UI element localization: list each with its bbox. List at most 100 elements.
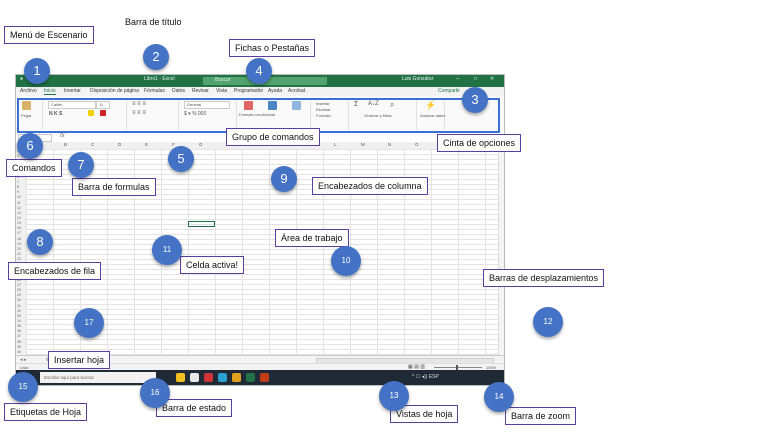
- col-d[interactable]: D: [118, 142, 122, 147]
- system-tray-icons[interactable]: ^ ☐ ◂)) ESP: [412, 374, 439, 380]
- row-header[interactable]: 35: [17, 324, 21, 329]
- font-size-select[interactable]: 11: [96, 101, 110, 109]
- minimize-icon[interactable]: ─: [456, 76, 460, 82]
- row-header[interactable]: 21: [17, 252, 21, 256]
- row-header[interactable]: 20: [17, 246, 21, 251]
- tab-disposicion[interactable]: Disposición de página: [90, 88, 139, 94]
- row-header[interactable]: 36: [17, 329, 21, 334]
- badge-7: 7: [68, 152, 94, 178]
- sort-filter-icon[interactable]: A↓Z: [368, 101, 379, 107]
- row-header[interactable]: 10: [17, 195, 21, 200]
- align-icons[interactable]: ≡ ≡ ≡: [132, 101, 146, 107]
- row-header[interactable]: 18: [17, 236, 21, 241]
- zoom-level[interactable]: 100%: [486, 365, 497, 370]
- font-color-icon[interactable]: [100, 110, 106, 116]
- format-cells[interactable]: Formato: [316, 113, 331, 118]
- row-header[interactable]: 17: [17, 231, 21, 236]
- row-header[interactable]: 34: [17, 318, 21, 323]
- bold-icon[interactable]: N K S: [49, 111, 63, 117]
- row-header[interactable]: 19: [17, 241, 21, 246]
- row-header[interactable]: 8: [17, 185, 19, 190]
- cell-styles-icon[interactable]: [292, 101, 301, 110]
- row-header[interactable]: 11: [17, 200, 21, 205]
- badge-12: 12: [533, 307, 563, 337]
- row-header[interactable]: 15: [17, 221, 21, 226]
- row-header[interactable]: 14: [17, 215, 21, 220]
- fill-color-icon[interactable]: [88, 110, 94, 116]
- sum-icon[interactable]: Σ: [354, 101, 359, 108]
- styles-group: Formato condicional: [238, 98, 311, 130]
- chrome-icon[interactable]: [232, 373, 241, 382]
- delete-cells[interactable]: Eliminar: [316, 107, 331, 112]
- close-icon[interactable]: ✕: [490, 76, 495, 82]
- col-m[interactable]: M: [361, 142, 365, 147]
- row-header[interactable]: 9: [17, 190, 19, 195]
- tab-archivo[interactable]: Archivo: [20, 88, 37, 94]
- col-l[interactable]: L: [334, 142, 337, 147]
- share-button[interactable]: Compartir: [438, 88, 460, 94]
- vertical-scrollbar[interactable]: [498, 149, 504, 355]
- opera-icon[interactable]: [204, 373, 213, 382]
- currency-icon[interactable]: $ ▾ % 000: [184, 111, 207, 117]
- row-header[interactable]: 30: [17, 298, 21, 303]
- row-header[interactable]: 12: [17, 205, 21, 210]
- label-area-trabajo: Área de trabajo: [275, 229, 349, 247]
- font-name-select[interactable]: Calibri: [48, 101, 96, 109]
- row-header[interactable]: 7: [17, 179, 19, 184]
- conditional-format-icon[interactable]: [244, 101, 253, 110]
- tab-datos[interactable]: Datos: [172, 88, 186, 94]
- row-header[interactable]: 27: [17, 282, 21, 287]
- fx-icon[interactable]: fx: [60, 133, 65, 139]
- autosave-label[interactable]: ●: [20, 76, 24, 82]
- col-f[interactable]: F: [172, 142, 175, 147]
- label-grupo-comandos: Grupo de comandos: [226, 128, 320, 146]
- user-name[interactable]: Luis González: [402, 76, 434, 82]
- tab-formulas[interactable]: Fórmulas: [144, 88, 165, 94]
- number-format-select[interactable]: General: [184, 101, 230, 109]
- col-o[interactable]: O: [415, 142, 419, 147]
- zoom-handle[interactable]: [456, 365, 458, 370]
- sheet-nav-icon[interactable]: ◂ ▸: [20, 357, 27, 363]
- col-n[interactable]: N: [388, 142, 392, 147]
- row-header[interactable]: 39: [17, 344, 21, 349]
- taskbar-search[interactable]: Escribe aquí para buscar: [40, 372, 156, 383]
- tab-acrobat[interactable]: Acrobat: [288, 88, 306, 94]
- row-header[interactable]: 33: [17, 313, 21, 318]
- edge-icon[interactable]: [218, 373, 227, 382]
- insert-cells[interactable]: Insertar: [316, 101, 330, 106]
- tab-ayuda[interactable]: Ayuda: [268, 88, 283, 94]
- analyze-data-icon[interactable]: ⚡: [425, 100, 437, 110]
- tab-vista[interactable]: Vista: [216, 88, 228, 94]
- col-c[interactable]: C: [91, 142, 95, 147]
- row-header[interactable]: 37: [17, 334, 21, 339]
- col-e[interactable]: E: [145, 142, 149, 147]
- row-header[interactable]: 22: [17, 257, 21, 262]
- row-header[interactable]: 31: [17, 303, 21, 308]
- row-header[interactable]: 2: [17, 154, 19, 159]
- tab-revisar[interactable]: Revisar: [192, 88, 209, 94]
- find-icon[interactable]: ⌕: [390, 100, 395, 109]
- powerpoint-icon[interactable]: [260, 373, 269, 382]
- row-header[interactable]: 32: [17, 308, 21, 313]
- row-header[interactable]: 38: [17, 339, 21, 344]
- col-b[interactable]: B: [64, 142, 68, 147]
- view-normal-icon[interactable]: ▦ ▤ ▥: [408, 364, 425, 370]
- tab-programador[interactable]: Programador: [234, 88, 264, 94]
- tab-insertar[interactable]: Insertar: [64, 88, 81, 94]
- col-g[interactable]: G: [199, 142, 203, 147]
- paste-icon[interactable]: [22, 101, 31, 110]
- table-format-icon[interactable]: [268, 101, 277, 110]
- row-header[interactable]: 40: [17, 349, 21, 354]
- row-header[interactable]: 13: [17, 210, 21, 215]
- excel-taskbar-icon[interactable]: [246, 373, 255, 382]
- align-icons-row2[interactable]: ≡ ≡ ≡: [132, 110, 146, 116]
- store-icon[interactable]: [190, 373, 199, 382]
- zoom-slider[interactable]: [434, 367, 482, 368]
- row-header[interactable]: 16: [17, 226, 21, 231]
- file-explorer-icon[interactable]: [176, 373, 185, 382]
- row-header[interactable]: 29: [17, 293, 21, 298]
- active-cell[interactable]: [188, 221, 215, 227]
- row-header[interactable]: 28: [17, 288, 21, 293]
- tab-inicio[interactable]: Inicio: [44, 88, 56, 95]
- maximize-icon[interactable]: □: [474, 76, 478, 82]
